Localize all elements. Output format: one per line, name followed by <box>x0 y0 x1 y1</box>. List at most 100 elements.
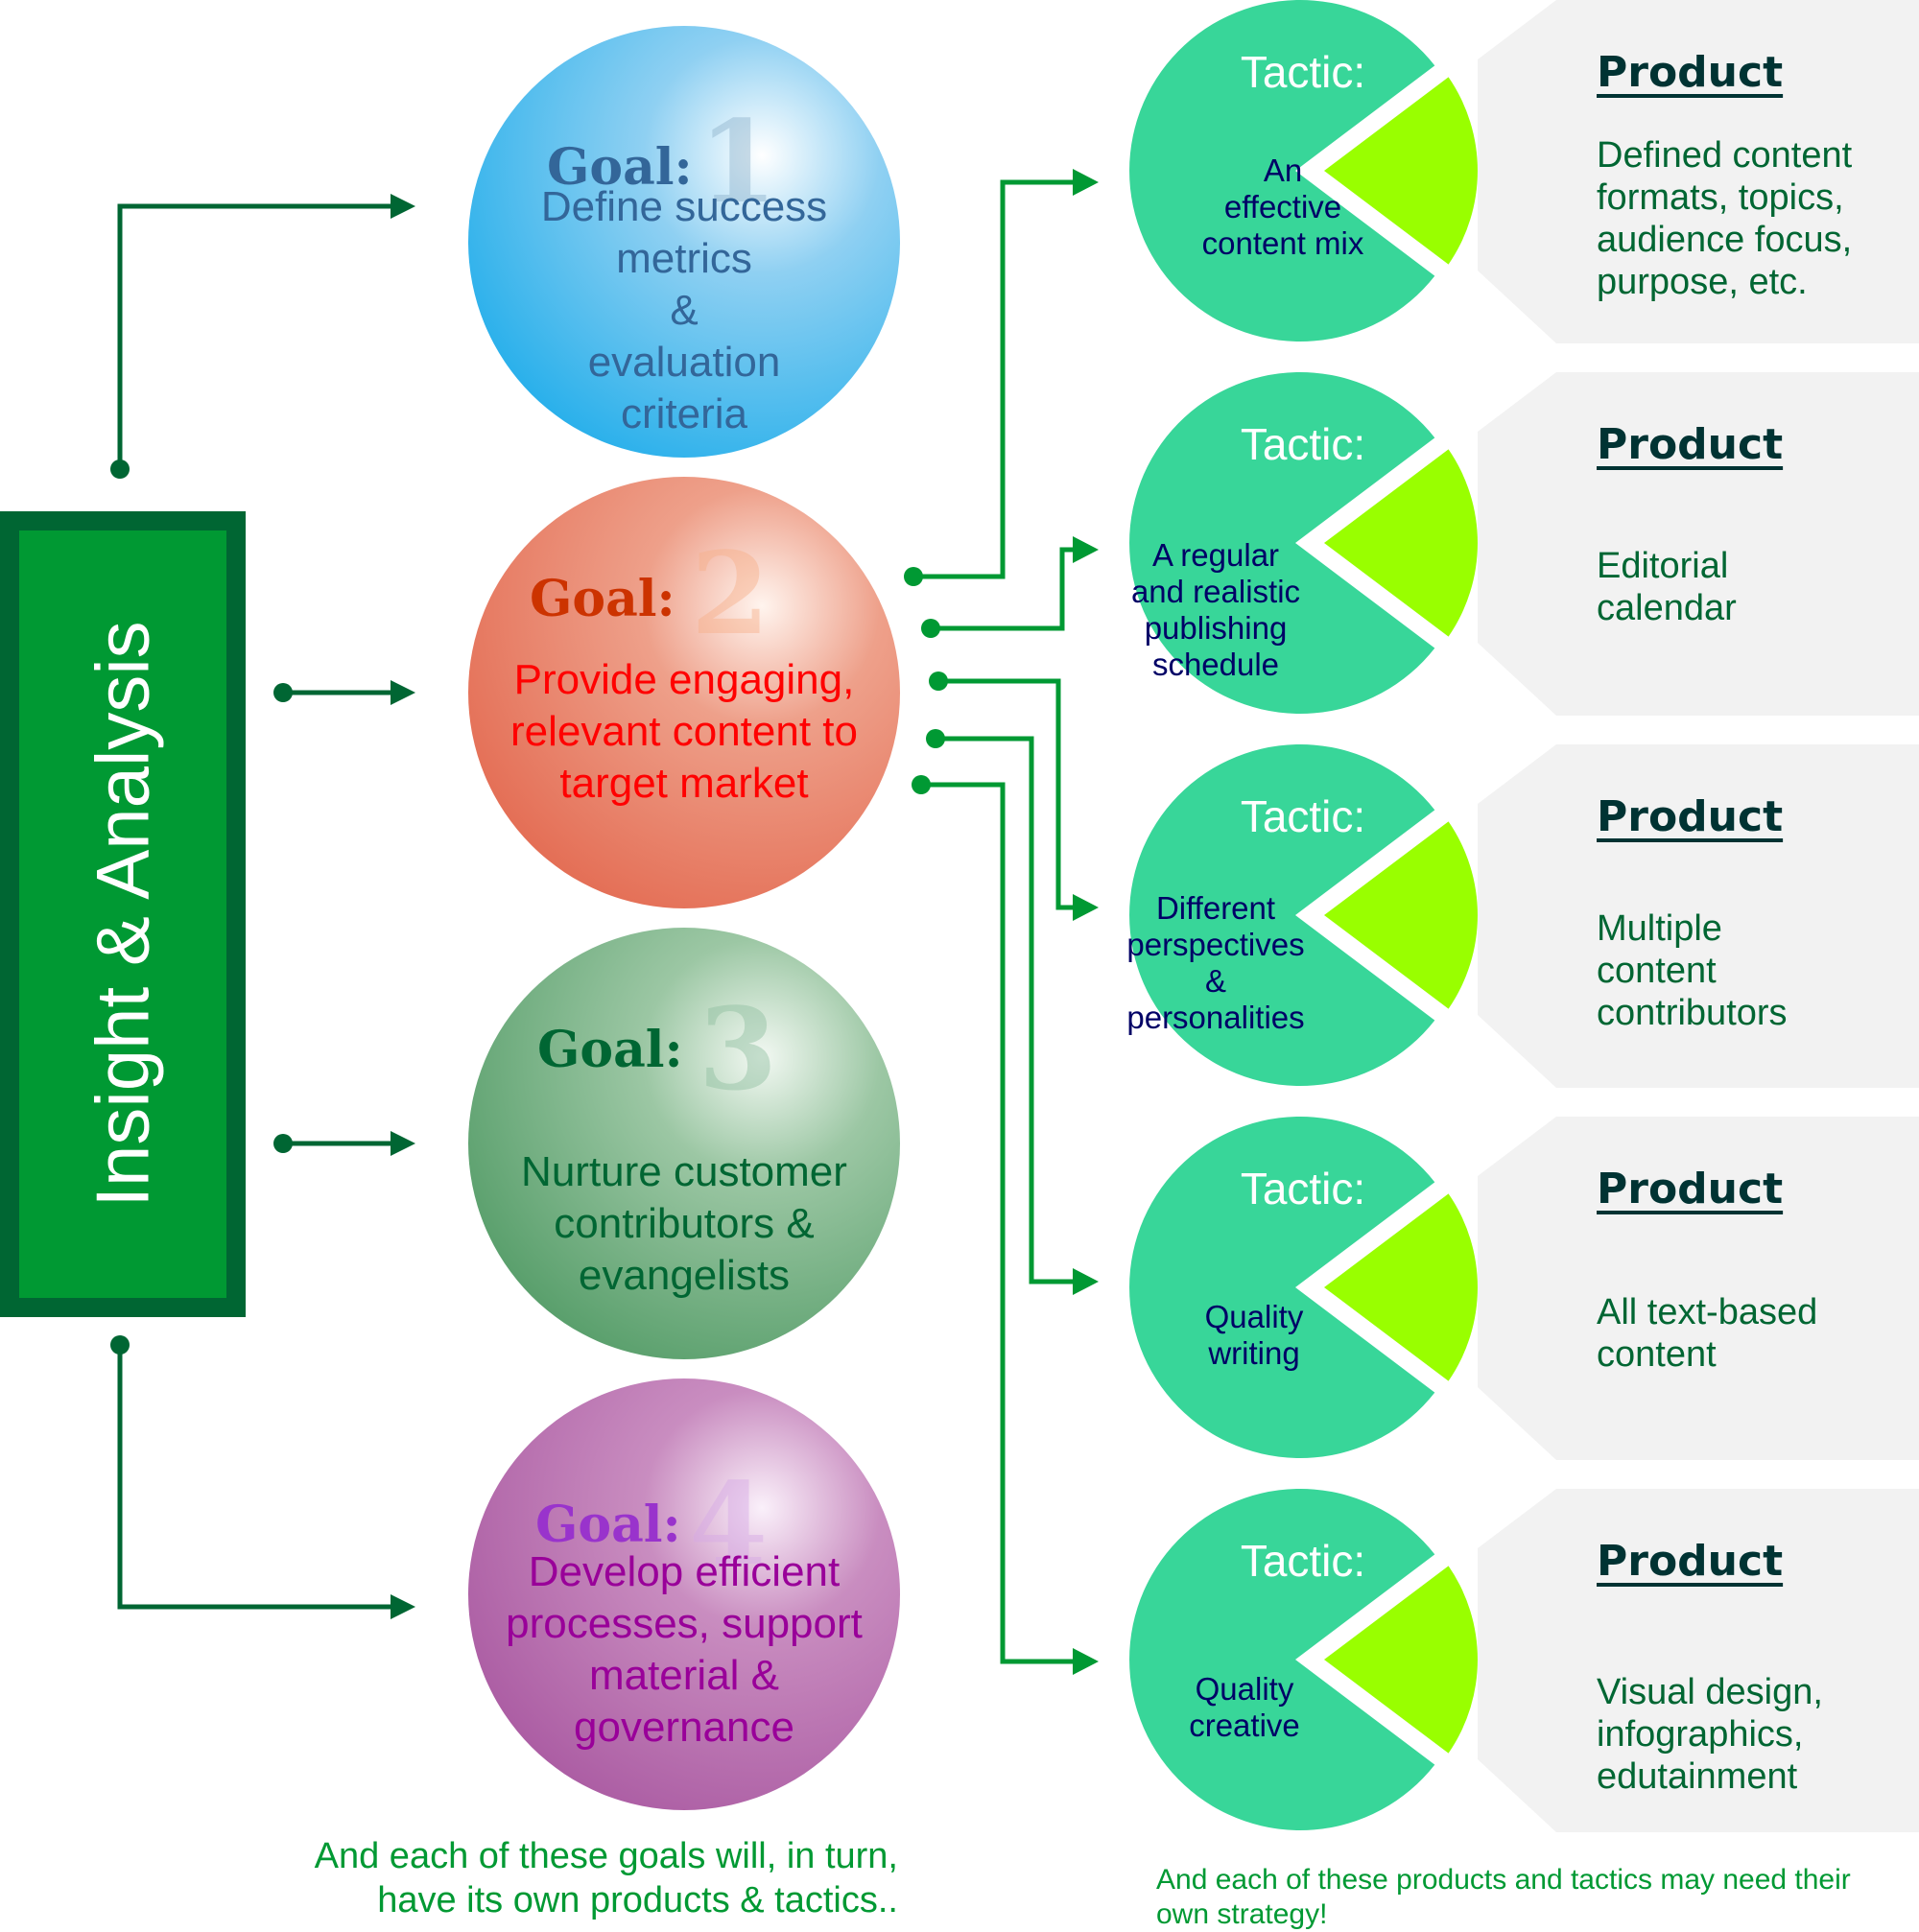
arrow-head-icon <box>1073 169 1099 196</box>
arrow-head-icon <box>1073 894 1099 921</box>
arrow-head-icon <box>1073 1268 1099 1295</box>
product-description-line: Multiple <box>1597 908 1722 949</box>
connector-dot <box>912 775 931 794</box>
goal-label: Goal: <box>530 570 675 628</box>
goal-description-line: metrics <box>616 235 752 282</box>
product-description-line: contributors <box>1597 993 1788 1033</box>
connector-dot <box>110 459 130 479</box>
goal-description: Nurture customer contributors & evangeli… <box>478 1146 890 1302</box>
goal-sphere-2: Goal: 2 Provide engaging, relevant conte… <box>468 477 900 908</box>
goals-footnote: And each of these goals will, in turn, h… <box>284 1834 898 1922</box>
products-footnote-line: And each of these products and tactics m… <box>1156 1864 1851 1896</box>
goal-number: 4 <box>689 1457 769 1590</box>
tactic-description-line: effective <box>1223 189 1342 224</box>
goal-number: 3 <box>699 982 778 1116</box>
goal-label: Goal: <box>547 138 693 197</box>
tactic-description-line: creative <box>1189 1708 1300 1743</box>
tactic-pie-body <box>1129 744 1435 1086</box>
product-panel-bg <box>1478 1117 1919 1460</box>
connector-goal-2-to-tactic-2 <box>931 547 1075 631</box>
connector-dot <box>926 729 945 748</box>
product-title: Product <box>1597 48 1784 97</box>
connector-dot <box>904 567 923 586</box>
tactic-title: Tactic: <box>1240 419 1366 469</box>
connector-insight-to-goal-4 <box>117 1345 393 1610</box>
connector-dot <box>921 619 940 638</box>
product-description-line: content <box>1597 1334 1717 1375</box>
products-footnote-line: own strategy! <box>1156 1898 1328 1930</box>
insight-analysis-label: Insight & Analysis <box>80 621 165 1208</box>
arrow-head-icon <box>391 680 415 705</box>
goal-number: 1 <box>699 95 778 228</box>
arrow-head-icon <box>391 1594 415 1619</box>
goal-description-line: relevant content to <box>509 708 858 755</box>
tactic-pie-wedge <box>1324 1566 1478 1754</box>
goal-heading: Goal: 4 <box>468 1457 900 1590</box>
goal-description-line: evaluation <box>587 339 781 386</box>
products-footnote: And each of these products and tactics m… <box>1156 1863 1851 1932</box>
tactic-description-line: A regular <box>1151 537 1280 573</box>
goal-description-line: governance <box>574 1704 794 1751</box>
tactic-description-line: personalities <box>1126 1000 1305 1035</box>
right-connector-heads <box>904 169 1099 1675</box>
goal-heading: Goal: 3 <box>468 982 900 1121</box>
goal-description: Provide engaging, relevant content to ta… <box>478 654 890 810</box>
product-description: Visual design,infographics,edutainment <box>1597 1671 1823 1798</box>
connector-dot <box>273 683 293 702</box>
connector-insight-to-goal-1 <box>117 203 393 469</box>
product-description-line: content <box>1597 951 1717 991</box>
connector-goal-2-to-tactic-4 <box>936 736 1075 1284</box>
arrow-head-icon <box>1073 536 1099 563</box>
tactic-description-line: & <box>1204 963 1226 999</box>
tactic-description-line: and realistic <box>1130 574 1301 609</box>
tactic-title: Tactic: <box>1240 1164 1366 1213</box>
tactic-pie-wedge <box>1324 1193 1478 1381</box>
connector-goal-2-to-tactic-5 <box>921 782 1075 1664</box>
product-description-line: calendar <box>1597 588 1737 628</box>
product-title: Product <box>1597 420 1784 469</box>
goal-description-line: Define success <box>540 183 828 230</box>
tactic-title: Tactic: <box>1240 791 1366 841</box>
goal-description-line: criteria <box>620 390 748 437</box>
connector-dot <box>110 1335 130 1355</box>
goal-description: Define success metrics & evaluation crit… <box>478 181 890 440</box>
connector-goal-2-to-tactic-3 <box>938 678 1075 910</box>
product-description-line: edutainment <box>1597 1756 1798 1797</box>
insight-analysis-box: Insight & Analysis <box>0 511 246 1317</box>
tactic-description-line: Quality <box>1204 1299 1304 1334</box>
goal-description-line: contributors & <box>554 1200 815 1247</box>
product-title: Product <box>1597 1537 1784 1586</box>
product-description-line: infographics, <box>1597 1714 1804 1755</box>
product-description-line: purpose, etc. <box>1597 262 1808 302</box>
tactic-pie-body <box>1129 372 1435 714</box>
left-connectors <box>117 203 393 1610</box>
tactic-description-line: Different <box>1155 890 1276 926</box>
tactic-description-line: An <box>1263 153 1303 188</box>
goal-description-line: processes, support <box>506 1600 863 1647</box>
goal-description-line: material & <box>588 1652 780 1699</box>
goal-number: 2 <box>691 527 770 660</box>
product-description-line: Editorial <box>1597 546 1729 586</box>
product-panel-bg <box>1478 372 1919 716</box>
goal-sphere-1: Goal: 1 Define success metrics & evaluat… <box>468 26 900 458</box>
tactic-description-line: schedule <box>1151 647 1280 682</box>
goals-footnote-line: And each of these goals will, in turn, <box>314 1836 898 1876</box>
product-panel-bg <box>1478 1489 1919 1832</box>
goal-description-line: & <box>670 287 699 334</box>
product-description-line: formats, topics, <box>1597 177 1844 218</box>
product-panel-bg <box>1478 744 1919 1088</box>
tactic-pie-body <box>1129 1117 1435 1458</box>
